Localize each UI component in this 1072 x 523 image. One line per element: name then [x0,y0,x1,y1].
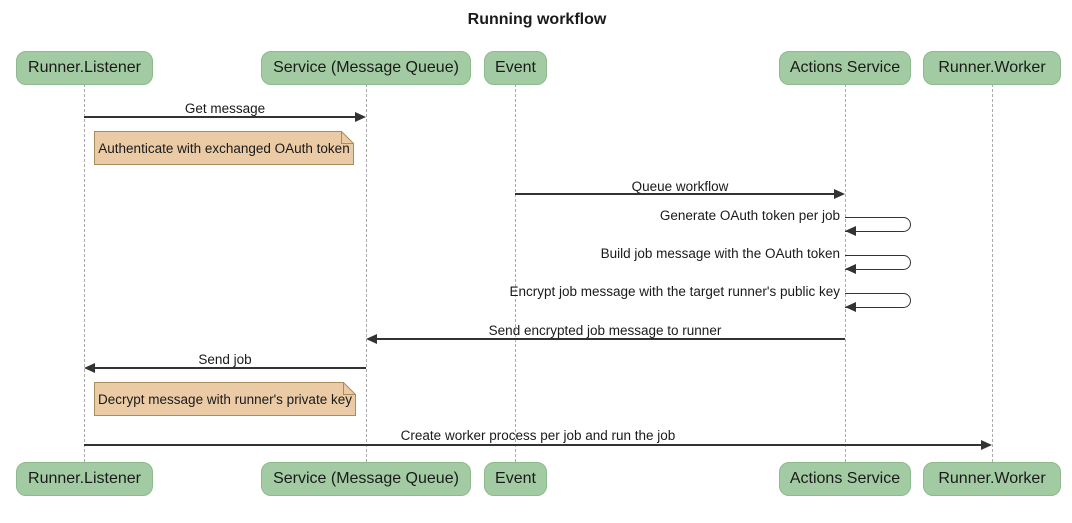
message-label-send-encrypted-job: Send encrypted job message to runner [488,323,722,338]
participant-top-runner-listener: Runner.Listener [16,51,153,85]
arrowhead-left-icon [84,363,95,373]
arrowhead-right-icon [834,189,845,199]
arrowhead-left-icon [845,264,856,274]
arrowhead-left-icon [845,226,856,236]
arrowhead-right-icon [981,440,992,450]
lifeline-runner-worker [992,84,993,462]
note-text: Authenticate with exchanged OAuth token [98,140,350,156]
message-label-encrypt-job-message: Encrypt job message with the target runn… [509,284,841,299]
note-authenticate-oauth: Authenticate with exchanged OAuth token [94,131,354,165]
note-decrypt-message: Decrypt message with runner's private ke… [94,382,356,416]
message-label-create-worker-process: Create worker process per job and run th… [400,428,676,443]
self-loop-line [845,255,911,270]
lifeline-runner-listener [84,84,85,462]
arrowhead-right-icon [355,112,366,122]
arrowhead-left-icon [366,334,377,344]
self-loop-line [845,217,911,232]
message-line-send-encrypted-job [376,338,845,340]
message-line-queue-workflow [515,193,835,195]
participant-bottom-service-message-queue: Service (Message Queue) [261,462,471,496]
participant-top-service-message-queue: Service (Message Queue) [261,51,471,85]
note-shape-icon [94,382,356,416]
participant-bottom-runner-worker: Runner.Worker [923,462,1061,496]
participant-bottom-event: Event [484,462,547,496]
participant-bottom-runner-listener: Runner.Listener [16,462,153,496]
message-label-send-job: Send job [198,352,252,367]
message-label-build-job-message: Build job message with the OAuth token [600,246,840,261]
arrowhead-left-icon [845,302,856,312]
message-label-queue-workflow: Queue workflow [631,179,729,194]
message-line-get-message [84,116,356,118]
message-label-get-message: Get message [184,101,266,116]
participant-top-event: Event [484,51,547,85]
participant-bottom-actions-service: Actions Service [779,462,911,496]
diagram-title: Running workflow [467,11,607,28]
lifeline-event [515,84,516,462]
message-label-generate-oauth-token: Generate OAuth token per job [659,208,840,223]
message-line-send-job [94,367,366,369]
self-loop-line [845,293,911,308]
participant-top-actions-service: Actions Service [779,51,911,85]
note-text: Decrypt message with runner's private ke… [98,391,352,407]
lifeline-service-message-queue [366,84,367,462]
note-shape-icon [94,131,354,165]
message-line-create-worker-process [84,444,982,446]
participant-top-runner-worker: Runner.Worker [923,51,1061,85]
